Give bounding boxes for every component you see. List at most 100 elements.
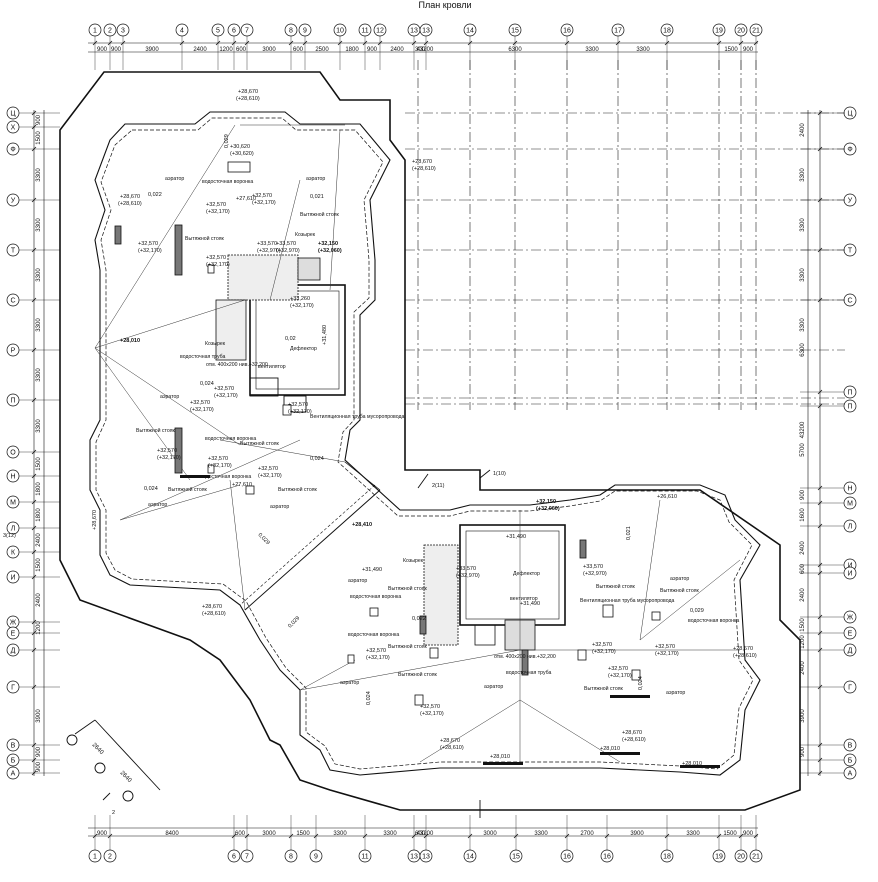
dimension-value: 2400 [800,661,806,675]
core-south [423,524,566,651]
label-vent-9: Вытяжной стояк [660,587,700,594]
bottom-axis-label: 9 [314,854,318,861]
label-drain-1: водосточная труба [180,354,225,360]
callout-2-11: 2(11) [432,483,445,489]
callout-1-10: 1(10) [493,471,506,477]
mark-m4b: (+32,170) [252,200,276,206]
mark-m24b: (+28,610) [733,653,757,659]
dimension-value: 8400 [165,831,179,837]
mark-m13: +32,570 [157,448,177,454]
dimension-value: 900 [111,47,122,53]
label-air-1: аэратор [165,176,184,182]
dimension-value: 3300 [800,168,806,182]
mark-m22b: (+32,170) [366,655,390,661]
bottom-axis-label: 2 [108,854,112,861]
dimension-value: 1600 [800,508,806,522]
dimension-value: 1500 [724,47,738,53]
top-axis-label: 19 [715,28,723,35]
mark-m13b-a: (+32,170) [208,463,232,469]
right-axis-label: И [847,563,852,570]
slope-s7: 0,029 [257,532,271,546]
dimension-value: 1800 [36,508,42,522]
slope-s13: 0,029 [690,608,704,614]
mark-m3: +28,670 [412,159,432,165]
dimension-value: 1500 [36,457,42,471]
bottom-axis-label: 7 [245,854,249,861]
mark-m25: +26,610 [657,494,677,500]
label-vent-10: Вытяжной стояк [388,643,428,650]
label-vent-2: Вытяжной стояк [185,235,225,242]
mark-m13b: (+32,170) [157,455,181,461]
dimension-value: 900 [97,47,108,53]
mark-m26-a: +32,570 [608,666,628,672]
top-axis-label: 11 [361,28,368,35]
left-axis-label: С [10,298,15,305]
label-chimney-1: Козырек [295,232,316,238]
mark-m22: +32,570 [366,648,386,654]
right-axis-label: Н [847,486,852,493]
label-funnel-3: водосточная воронка [200,474,251,480]
label-chimney-2: Козырек [205,341,226,347]
label-vent2-2: вентилятор [510,596,538,602]
dimension-value: 600 [235,831,246,837]
mark-m7-a: +33,570 [276,241,296,247]
core-north [215,254,346,413]
connector-corridor [239,461,381,611]
top-dimension-chain [88,42,758,53]
top-axis-label: 6 [232,28,236,35]
diag-dim-1: 2640 [91,742,105,756]
dimension-value: 1500 [723,831,737,837]
mark-m10: +31,480 [322,325,328,345]
side-dimension-chains [33,110,821,776]
dimension-value: 3300 [36,419,42,433]
top-axis-label: 20 [737,28,745,35]
mark-m22b-a: (+32,170) [592,649,616,655]
top-axis-label: 13 [410,28,418,35]
label-chimney-3: Козырек [403,558,424,564]
dimension-value: 3900 [800,709,806,723]
dimension-value: 3900 [36,709,42,723]
mark-m7b-a: (+32,970) [276,248,300,254]
diag-dim-2: 2640 [119,770,133,784]
label-vent-3: Вытяжной стояк [136,427,176,434]
bottom-dimension-chain [88,827,758,837]
callout-2: 2 [112,810,115,816]
mark-m2: +30,620 [230,144,250,150]
dimension-value: 43200 [800,421,806,438]
slope-s2: 0,022 [148,192,162,198]
label-vent-4: Вытяжной стояк [240,440,280,447]
bottom-axis-label: 13 [410,854,418,861]
mark-m22-b: +32,570 [420,704,440,710]
dimension-value: 1500 [36,558,42,572]
top-axis-label: 5 [216,28,220,35]
label-vent-11: Вытяжной стояк [398,671,438,678]
dimension-value: 3300 [800,218,806,232]
elevation-marks: +28,670 (+28,610) +30,620 (+30,620) +28,… [92,89,757,767]
mark-m16-b: +31,490 [362,567,382,573]
dimension-value: 2400 [800,123,806,137]
dimension-value: 6300 [508,47,522,53]
slope-s10: 0,021 [626,526,632,540]
top-axis-label: 17 [614,28,622,35]
mark-m3b: (+28,610) [412,166,436,172]
dimension-value: 2400 [800,541,806,555]
mark-m11b-a: (+32,170) [190,407,214,413]
label-air-2: аэратор [306,176,325,182]
right-axis-label: Д [848,648,853,655]
top-axis-label: 2 [108,28,112,35]
left-axis-label: В [11,743,16,750]
dimension-value: 600 [800,563,806,574]
left-axis-label: К [11,550,16,557]
dimension-value: 6300 [800,343,806,357]
slope-s3: 0,021 [310,194,324,200]
bottom-axis-label: 19 [715,854,723,861]
label-vent2-1: вентилятор [258,364,286,370]
left-axis-label: А [11,771,16,778]
top-axis-label: 9 [303,28,307,35]
right-axis-label: С [847,298,852,305]
mark-m20: +28,670 [622,730,642,736]
bottom-axis-label: 8 [289,854,293,861]
mark-m5: +27,610 [236,196,256,202]
right-axis-label: Е [848,631,853,638]
